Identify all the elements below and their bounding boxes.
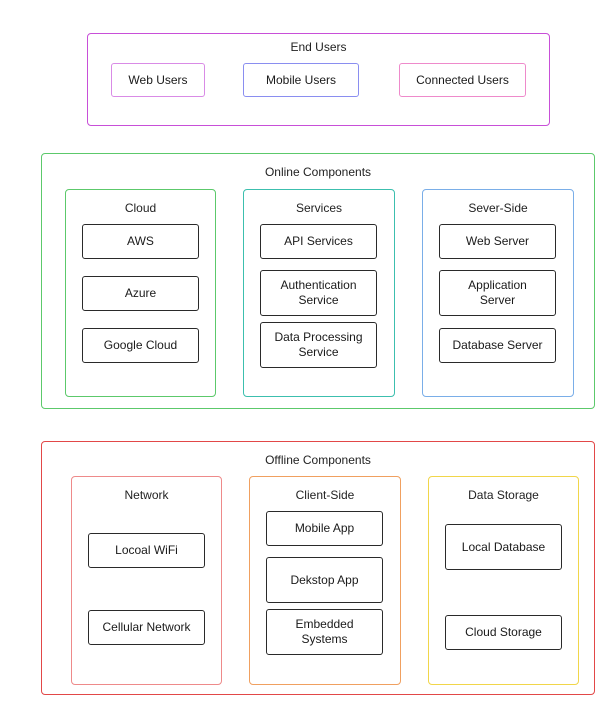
network-group: Network Locoal WiFi Cellular Network [71,476,222,685]
cellular-network-node[interactable]: Cellular Network [88,610,205,645]
azure-node[interactable]: Azure [82,276,199,311]
mobile-app-node[interactable]: Mobile App [266,511,383,546]
aws-node[interactable]: AWS [82,224,199,259]
services-group: Services API Services Authentication Ser… [243,189,395,397]
web-users-node[interactable]: Web Users [111,63,205,97]
cloud-title: Cloud [124,201,157,215]
data-storage-title: Data Storage [468,488,539,502]
client-side-group: Client-Side Mobile App Dekstop App Embed… [249,476,401,685]
application-server-node[interactable]: Application Server [439,270,556,316]
local-wifi-node[interactable]: Locoal WiFi [88,533,205,568]
data-storage-group: Data Storage Local Database Cloud Storag… [428,476,579,685]
cloud-group: Cloud AWS Azure Google Cloud [65,189,216,397]
api-services-node[interactable]: API Services [260,224,377,259]
connected-users-node[interactable]: Connected Users [399,63,526,97]
online-components-group: Online Components Cloud AWS Azure Google… [41,153,595,409]
cloud-storage-node[interactable]: Cloud Storage [445,615,562,650]
server-side-title: Sever-Side [468,201,528,215]
authentication-service-node[interactable]: Authentication Service [260,270,377,316]
services-title: Services [295,201,342,215]
data-processing-service-node[interactable]: Data Processing Service [260,322,377,368]
offline-components-title: Offline Components [265,453,371,467]
web-server-node[interactable]: Web Server [439,224,556,259]
end-users-title: End Users [290,40,347,54]
google-cloud-node[interactable]: Google Cloud [82,328,199,363]
online-components-title: Online Components [264,165,372,179]
client-side-title: Client-Side [295,488,355,502]
embedded-systems-node[interactable]: Embedded Systems [266,609,383,655]
offline-components-group: Offline Components Network Locoal WiFi C… [41,441,595,695]
desktop-app-node[interactable]: Dekstop App [266,557,383,603]
end-users-group: End Users Web Users Mobile Users Connect… [87,33,550,126]
mobile-users-node[interactable]: Mobile Users [243,63,359,97]
server-side-group: Sever-Side Web Server Application Server… [422,189,574,397]
database-server-node[interactable]: Database Server [439,328,556,363]
local-database-node[interactable]: Local Database [445,524,562,570]
network-title: Network [124,488,169,502]
